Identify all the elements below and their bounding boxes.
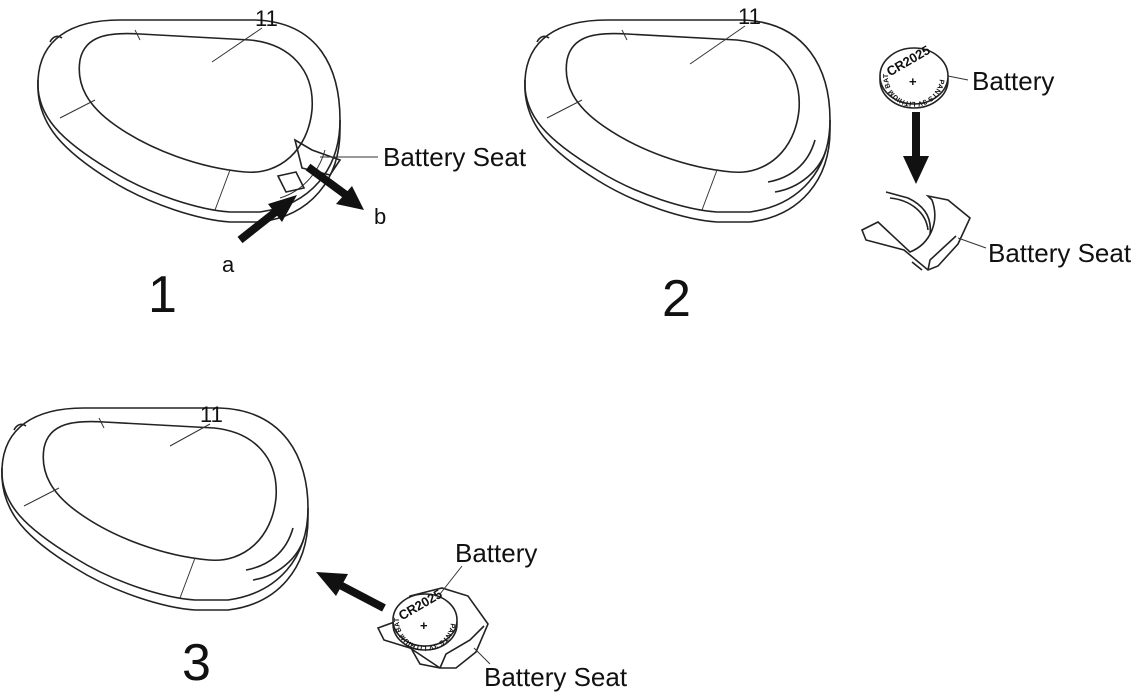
coin-plus-p2: + bbox=[909, 74, 917, 89]
arrow-b-label: b bbox=[374, 204, 386, 229]
panel-1: 11 Battery Seat a b 1 bbox=[37, 6, 527, 324]
part-label-11-p3: 11 bbox=[200, 402, 223, 427]
leader-seat-p2 bbox=[957, 237, 987, 249]
arrow-b-icon bbox=[305, 163, 364, 210]
leader-11-p1 bbox=[211, 27, 263, 63]
leader-11-p3 bbox=[169, 423, 211, 447]
leader-11-p2 bbox=[689, 25, 746, 65]
step-number-2: 2 bbox=[662, 270, 691, 328]
arrow-left-icon bbox=[316, 572, 386, 612]
battery-seat-label-p2: Battery Seat bbox=[988, 238, 1132, 268]
remote-body-1 bbox=[37, 19, 342, 223]
battery-seat-icon-p2 bbox=[860, 191, 971, 271]
arrow-down-icon bbox=[903, 112, 929, 184]
leader-seat-p3 bbox=[473, 647, 491, 665]
leader-battery-p2 bbox=[947, 75, 969, 81]
battery-label-p3: Battery bbox=[455, 538, 537, 568]
battery-label-p2: Battery bbox=[972, 66, 1054, 96]
coin-plus-p3: + bbox=[420, 618, 428, 633]
remote-body-2 bbox=[524, 19, 831, 223]
battery-seat-label-p1: Battery Seat bbox=[383, 142, 527, 172]
part-label-11-p1: 11 bbox=[255, 6, 278, 31]
battery-seat-label-p3: Battery Seat bbox=[484, 662, 628, 692]
arrow-a-label: a bbox=[222, 252, 235, 277]
part-label-11-p2: 11 bbox=[738, 4, 761, 29]
step-number-3: 3 bbox=[182, 634, 211, 692]
arrow-a-icon bbox=[237, 195, 297, 244]
leader-battery-p3 bbox=[439, 565, 463, 595]
step-number-1: 1 bbox=[148, 266, 177, 324]
remote-body-3 bbox=[1, 407, 309, 611]
